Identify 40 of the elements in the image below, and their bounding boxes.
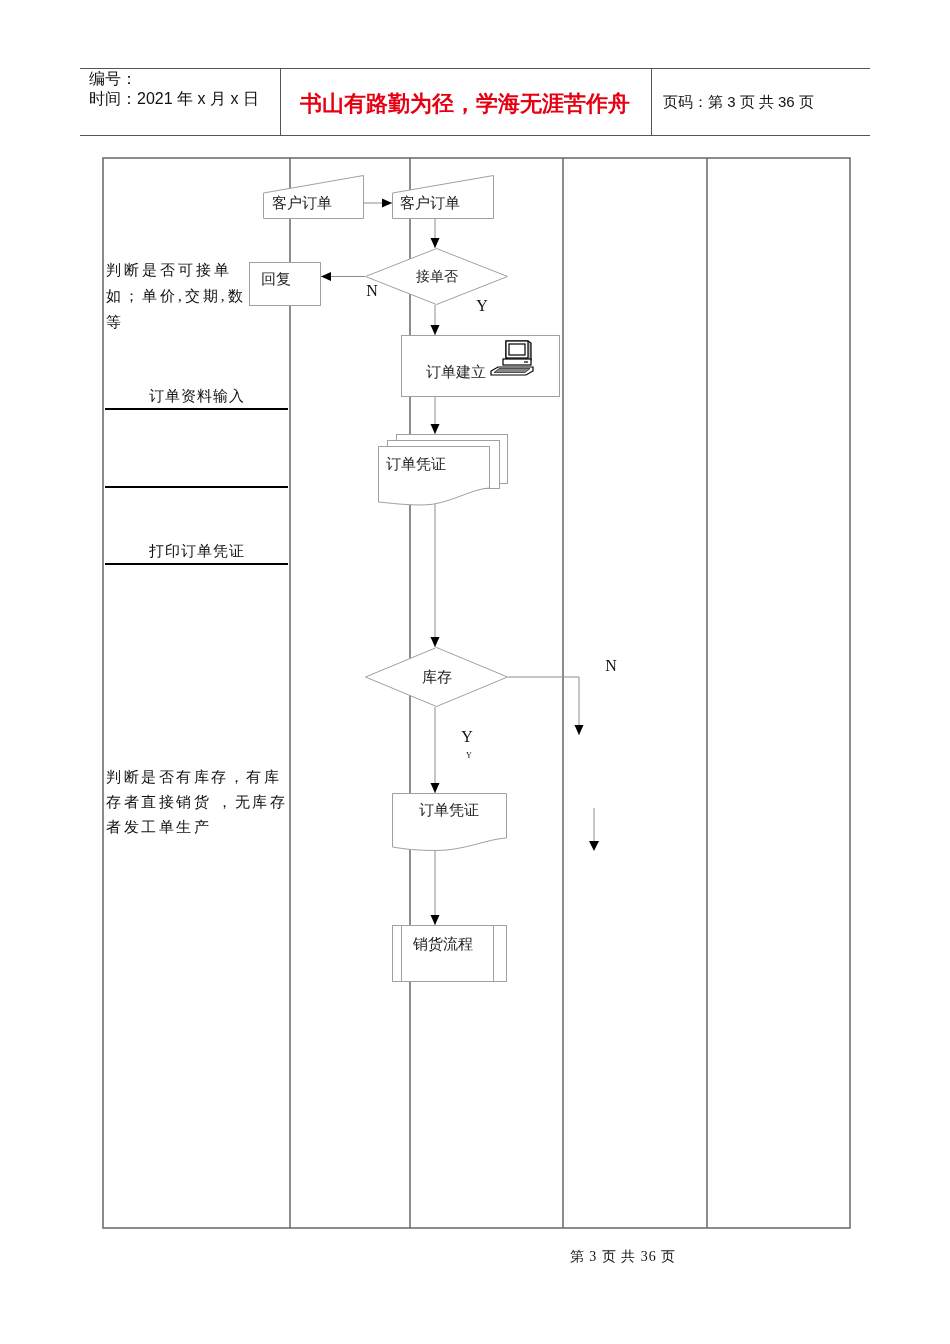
edge-label: N — [366, 283, 378, 299]
note-text: 判断是否有库存，有库存者直接销货 ，无库存者发工单生产 — [106, 768, 289, 837]
page-number-label: 页码：第 3 页 共 36 页 — [663, 93, 814, 111]
arrow — [507, 676, 584, 736]
node-label: 库存 — [421, 668, 452, 686]
node-label: 客户订单 — [272, 194, 332, 212]
process-box — [249, 262, 321, 306]
step-label: 订单资料输入 — [149, 387, 245, 405]
document-stack — [378, 434, 508, 506]
node-label: 订单凭证 — [386, 455, 446, 473]
page-footer: 第 3 页 共 36 页 — [569, 1248, 677, 1265]
manual-input-shape — [392, 175, 494, 219]
edge-label: Y — [461, 729, 473, 745]
arrow — [363, 198, 393, 208]
node-label: 客户订单 — [400, 194, 460, 212]
step-label: 打印订单凭证 — [149, 542, 245, 560]
node-label: 接单否 — [415, 267, 458, 286]
arrow — [430, 706, 440, 794]
arrow — [430, 396, 440, 435]
node-label: 订单建立 — [426, 363, 486, 381]
edge-label: Y — [476, 298, 488, 314]
note-text: 判断是否可接单如；单价,交期,数等 — [106, 261, 247, 332]
date-label: 时间：2021 年 x 月 x 日 — [89, 89, 259, 108]
manual-input-shape — [263, 175, 364, 219]
edge-label: N — [605, 658, 617, 674]
small-label: Y — [466, 751, 472, 760]
arrow — [430, 218, 440, 249]
node-label: 回复 — [261, 270, 291, 288]
arrow — [430, 850, 440, 926]
arrow — [430, 503, 440, 648]
arrow — [320, 272, 366, 281]
node-label: 订单凭证 — [419, 801, 479, 819]
motto-text: 书山有路勤为径，学海无涯苦作舟 — [300, 91, 630, 117]
node-label: 销货流程 — [413, 935, 473, 953]
process-box — [401, 335, 560, 397]
document-shape — [392, 793, 507, 851]
arrow — [430, 304, 440, 336]
document-number-label: 编号： — [89, 69, 137, 88]
decision-diamond — [365, 647, 508, 707]
predefined-process-box — [392, 925, 507, 982]
